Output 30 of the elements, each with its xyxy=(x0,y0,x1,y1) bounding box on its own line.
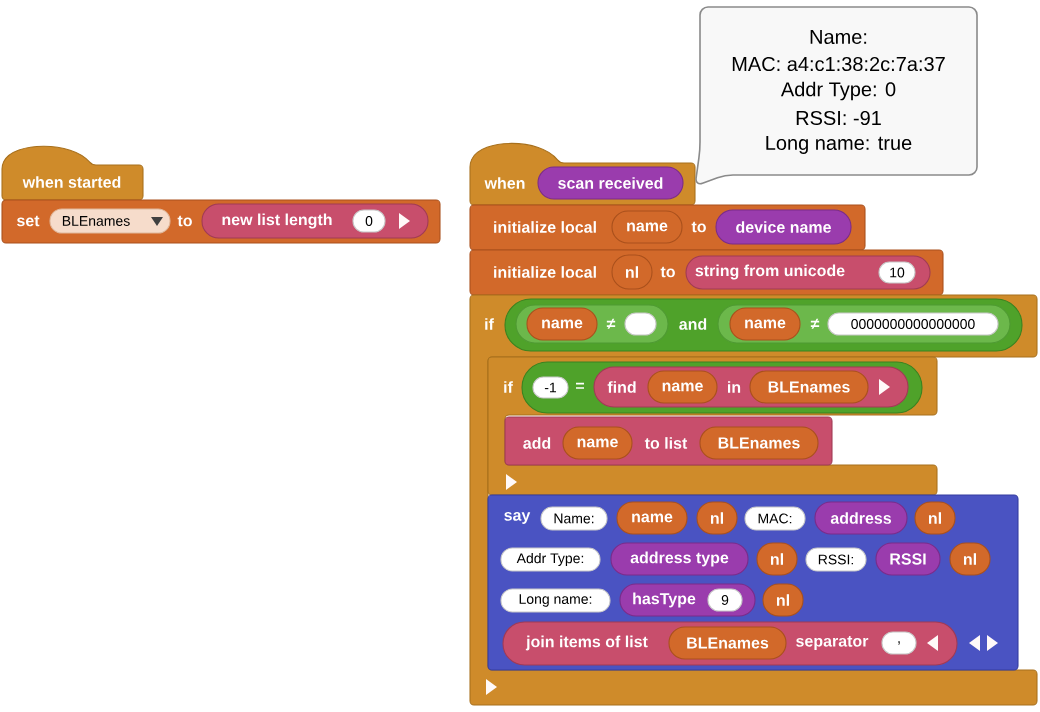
variable-pill: name xyxy=(526,307,598,341)
variable-pill: nl xyxy=(762,583,804,617)
reporter-block: RSSI xyxy=(875,542,941,576)
text-field: 0000000000000000 xyxy=(827,312,999,336)
text-field: MAC: xyxy=(744,506,806,531)
variable-pill: name xyxy=(616,501,688,535)
text-field: Addr Type: xyxy=(500,547,601,572)
number-field: 9 xyxy=(707,588,743,612)
variable-pill: name xyxy=(729,307,801,341)
reporter-block: scan received xyxy=(537,166,684,200)
variable-pill: name xyxy=(647,370,718,404)
reporter-block: address type xyxy=(610,542,749,576)
dropdown-field: BLEnames xyxy=(49,208,171,234)
variable-pill: BLEnames xyxy=(699,426,819,460)
reporter-block: address xyxy=(814,501,908,535)
variable-pill: nl xyxy=(914,501,956,535)
number-field: 0 xyxy=(352,209,386,233)
reporter-block: device name xyxy=(715,209,852,245)
variable-pill: nl xyxy=(611,254,653,290)
variable-pill: nl xyxy=(696,501,738,535)
variable-pill: name xyxy=(611,210,683,244)
hat-block: when started xyxy=(1,145,144,201)
text-field: Long name: xyxy=(500,588,611,613)
variable-pill: nl xyxy=(949,542,991,576)
speech-bubble: Name: MAC: a4:c1:38:2c:7a:37 Addr Type: 0 RSSI: -91 Long name: true xyxy=(695,6,978,185)
text-field: Name: xyxy=(540,506,608,531)
text-field: RSSI: xyxy=(805,547,867,572)
variable-pill: BLEnames xyxy=(749,370,869,404)
variable-pill: nl xyxy=(756,542,798,576)
variable-pill: BLEnames xyxy=(668,626,787,660)
